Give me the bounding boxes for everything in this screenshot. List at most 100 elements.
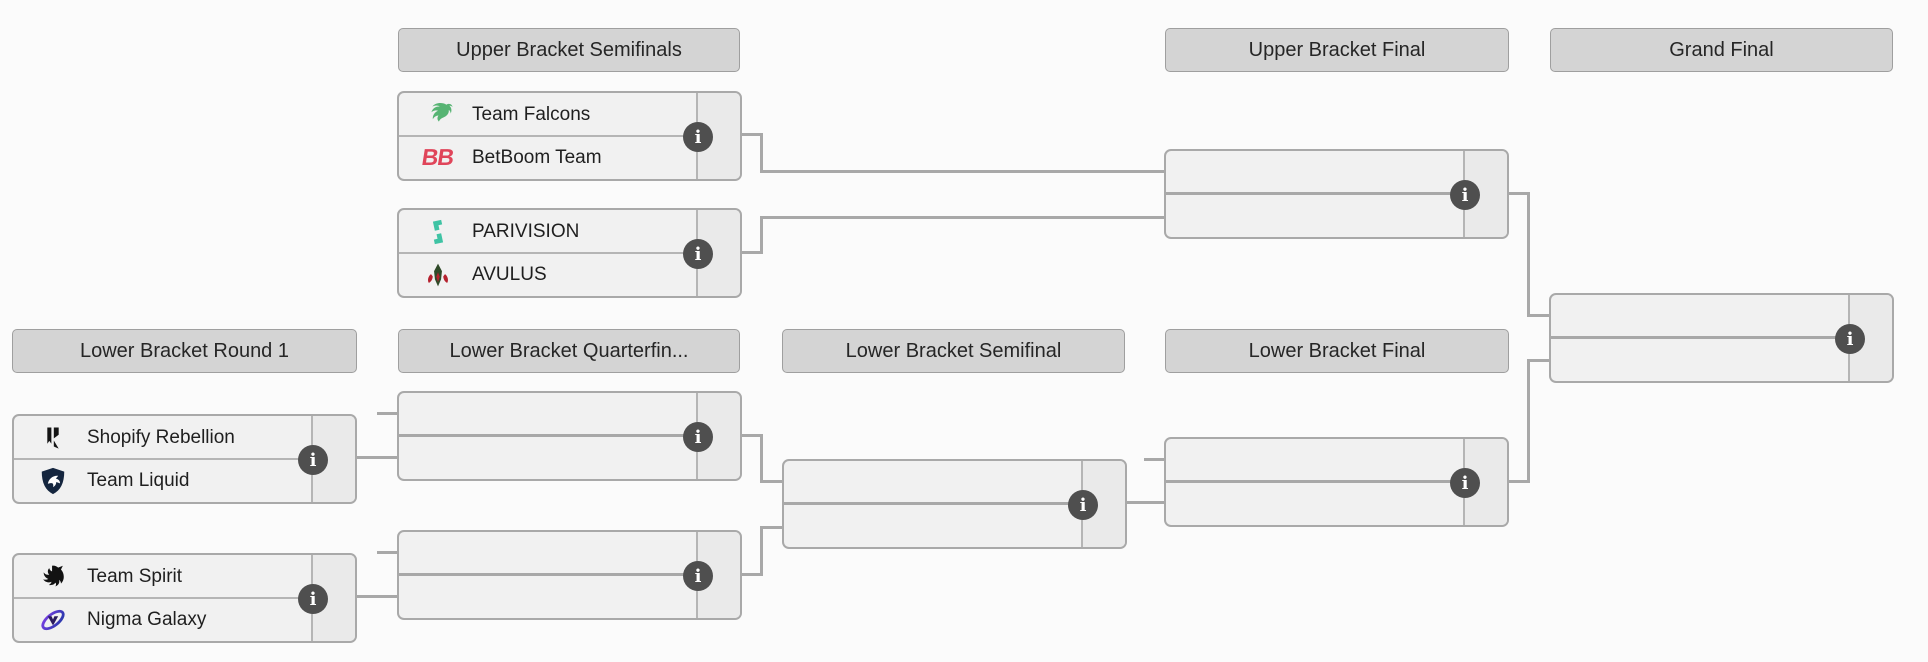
bracket-connector	[742, 434, 762, 437]
bracket-connector-dropper-stub	[377, 412, 397, 415]
bracket-connector	[1527, 314, 1549, 317]
bracket-connector	[760, 216, 763, 254]
info-icon[interactable]: i	[683, 122, 713, 152]
team-row-tbd[interactable]	[1166, 194, 1463, 237]
match-divider	[14, 597, 355, 599]
team-row-betboom-team[interactable]: BB BetBoom Team	[399, 136, 696, 179]
match-divider	[1166, 192, 1507, 195]
bracket-connector	[357, 595, 397, 598]
team-name: Team Spirit	[87, 565, 183, 587]
team-row-tbd[interactable]	[1166, 151, 1463, 194]
falcon-icon	[423, 100, 453, 130]
bracket-connector	[1527, 192, 1530, 316]
match-divider	[14, 458, 355, 460]
match-lower-quarterfinal-2[interactable]: i	[397, 530, 742, 620]
team-name: Shopify Rebellion	[87, 426, 235, 448]
match-divider	[1551, 336, 1892, 339]
team-name: AVULUS	[472, 263, 547, 285]
header-grand-final: Grand Final	[1550, 28, 1893, 72]
match-divider	[1166, 480, 1507, 483]
info-icon[interactable]: i	[298, 445, 328, 475]
bracket-connector	[760, 526, 782, 529]
header-label: Upper Bracket Final	[1248, 38, 1426, 61]
match-lower-quarterfinal-1[interactable]: i	[397, 391, 742, 481]
bracket-connector	[357, 456, 397, 459]
match-upper-semifinal-1[interactable]: Team Falcons BB BetBoom Team i	[397, 91, 742, 181]
header-label: Grand Final	[1669, 38, 1774, 61]
rebellion-ribbons-icon	[38, 423, 68, 453]
header-label: Lower Bracket Quarterfin...	[449, 339, 689, 362]
team-row-tbd[interactable]	[1551, 295, 1848, 338]
match-divider	[399, 434, 740, 437]
avulus-crest-icon	[423, 260, 453, 290]
header-lower-bracket-semifinal: Lower Bracket Semifinal	[782, 329, 1125, 373]
info-icon[interactable]: i	[298, 584, 328, 614]
team-row-tbd[interactable]	[1166, 439, 1463, 482]
bracket-connector	[762, 216, 1164, 219]
bracket-connector	[760, 480, 782, 483]
team-row-tbd[interactable]	[399, 532, 696, 575]
bracket-connector	[1527, 359, 1549, 362]
team-row-tbd[interactable]	[399, 393, 696, 436]
bracket-connector	[1509, 192, 1530, 195]
bracket-connector-dropper-stub	[377, 551, 397, 554]
header-label: Lower Bracket Final	[1248, 339, 1426, 362]
header-lower-bracket-final: Lower Bracket Final	[1165, 329, 1509, 373]
match-lower-final[interactable]: i	[1164, 437, 1509, 527]
bracket-connector	[760, 526, 763, 576]
header-upper-bracket-final: Upper Bracket Final	[1165, 28, 1509, 72]
info-icon[interactable]: i	[1068, 490, 1098, 520]
galaxy-swirl-icon	[38, 605, 68, 635]
match-lower-round1-1[interactable]: Shopify Rebellion Team Liquid i	[12, 414, 357, 504]
team-row-shopify-rebellion[interactable]: Shopify Rebellion	[14, 416, 311, 459]
team-row-tbd[interactable]	[1166, 482, 1463, 525]
bracket-connector	[760, 133, 763, 173]
team-name: PARIVISION	[472, 220, 580, 242]
team-row-tbd[interactable]	[1551, 338, 1848, 381]
team-name: Team Falcons	[472, 103, 591, 125]
info-icon[interactable]: i	[1450, 468, 1480, 498]
info-icon[interactable]: i	[683, 561, 713, 591]
spirit-dragon-icon	[38, 562, 68, 592]
team-row-team-spirit[interactable]: Team Spirit	[14, 555, 311, 598]
team-row-avulus[interactable]: AVULUS	[399, 253, 696, 296]
info-icon[interactable]: i	[683, 422, 713, 452]
team-row-tbd[interactable]	[784, 461, 1081, 504]
header-lower-bracket-round-1: Lower Bracket Round 1	[12, 329, 357, 373]
match-divider	[399, 573, 740, 576]
bracket-connector	[762, 170, 1164, 173]
team-row-tbd[interactable]	[399, 436, 696, 479]
bracket-connector	[742, 251, 762, 254]
team-row-nigma-galaxy[interactable]: Nigma Galaxy	[14, 598, 311, 641]
team-row-team-falcons[interactable]: Team Falcons	[399, 93, 696, 136]
bracket-connector	[1527, 359, 1530, 483]
match-lower-round1-2[interactable]: Team Spirit Nigma Galaxy i	[12, 553, 357, 643]
header-lower-bracket-quarterfinals: Lower Bracket Quarterfin...	[398, 329, 740, 373]
match-divider	[399, 135, 740, 137]
liquid-horse-shield-icon	[38, 466, 68, 496]
header-label: Lower Bracket Round 1	[79, 339, 289, 362]
info-icon[interactable]: i	[1450, 180, 1480, 210]
bracket-connector	[742, 573, 762, 576]
header-label: Upper Bracket Semifinals	[456, 38, 682, 61]
bracket-connector	[1509, 480, 1530, 483]
team-row-tbd[interactable]	[784, 504, 1081, 547]
match-upper-final[interactable]: i	[1164, 149, 1509, 239]
match-divider	[784, 502, 1125, 505]
match-upper-semifinal-2[interactable]: PARIVISION AVULUS i	[397, 208, 742, 298]
team-row-tbd[interactable]	[399, 575, 696, 618]
match-lower-semifinal[interactable]: i	[782, 459, 1127, 549]
team-row-parivision[interactable]: PARIVISION	[399, 210, 696, 253]
bracket-connector	[1127, 501, 1164, 504]
header-upper-bracket-semifinals: Upper Bracket Semifinals	[398, 28, 740, 72]
info-icon[interactable]: i	[683, 239, 713, 269]
team-name: BetBoom Team	[472, 146, 602, 168]
match-grand-final[interactable]: i	[1549, 293, 1894, 383]
bracket-connector	[760, 434, 763, 483]
team-row-team-liquid[interactable]: Team Liquid	[14, 459, 311, 502]
header-label: Lower Bracket Semifinal	[845, 339, 1062, 362]
info-icon[interactable]: i	[1835, 324, 1865, 354]
bb-letters-icon: BB	[420, 144, 456, 170]
parivision-arrows-icon	[423, 217, 453, 247]
